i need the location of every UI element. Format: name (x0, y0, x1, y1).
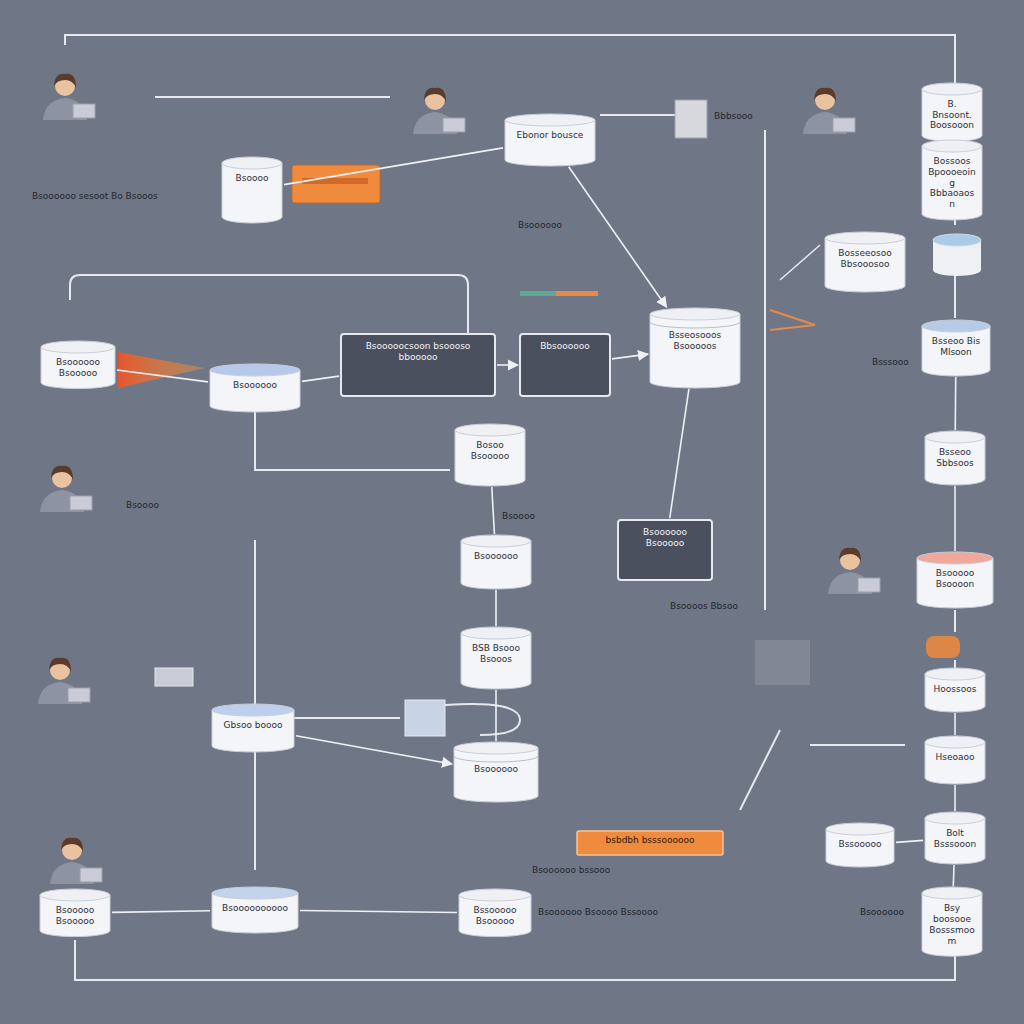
node-text: Bsooooocsoon bsoooso (346, 341, 490, 352)
database-cylinder: Bsy boosooe Bosssmoom (921, 887, 983, 956)
database-cylinder: Bsoooooooooo (211, 887, 299, 933)
connector (569, 167, 667, 307)
database-cylinder: Bsoooooo (209, 364, 301, 412)
database-cylinder: Bsoooooo (460, 535, 532, 589)
database-cylinder: Bsseoo Bis Mlsoon (921, 320, 991, 376)
database-cylinder: Bssooooo (825, 823, 895, 867)
node-shape (460, 535, 532, 589)
node-text: Gbsoo boooo (217, 720, 289, 731)
connector (495, 590, 497, 626)
database-cylinder: Bsseosooos Bsooooos (649, 308, 741, 388)
database-cylinder: Hoossoos (924, 668, 986, 712)
connector (300, 911, 457, 913)
database-cylinder: Bsoooooo (453, 742, 539, 802)
node-text: B. Bnsoont. Boosooon (927, 99, 977, 131)
database-cylinder: Hseoaoo (924, 736, 986, 784)
process-box: Bsoooooo Bsooooo (617, 519, 713, 581)
node-text: Bsy boosooe Bosssmoom (927, 903, 977, 946)
node-text: Bsoooooo (215, 380, 295, 391)
database-cylinder: Gbsoo boooo (211, 704, 295, 752)
annotation-label: Bsoooo (124, 499, 161, 512)
node-text: Bsseoo Sbbsoos (930, 447, 980, 469)
connector (954, 486, 956, 551)
node-text: Bsoooooooooo (217, 903, 293, 914)
connector (612, 354, 648, 359)
node-text: Bolt Bsssooon (930, 828, 980, 850)
process-box: Bbsoooooo (519, 333, 611, 397)
connector (302, 376, 339, 381)
node-text: Bsoooooo Bsooooo (46, 357, 110, 379)
connector (896, 840, 923, 842)
annotation-label: Bsoooooo bssooo (530, 864, 612, 877)
annotation-label: Bsssooo (870, 356, 911, 369)
annotation-label: Bsoooooo sesoot Bo Bsooos (30, 190, 160, 203)
connector (954, 377, 956, 430)
node-shape (221, 157, 283, 223)
node-text: Bssooooo (831, 839, 889, 850)
annotation-label: Bsoooooo (858, 906, 906, 919)
connector (954, 713, 956, 735)
connector (492, 487, 495, 534)
process-box: Bsooooocsoon bsooosobbooooo (340, 333, 496, 397)
node-text: bsbdbh bsssoooooo (583, 835, 717, 846)
node-text: Bsooooo Bsoooon (922, 568, 988, 590)
database-cylinder: Bossoos Bpoooeoing Bbbaoaosn (921, 140, 983, 220)
node-text: Bossoos Bpoooeoing Bbbaoaosn (927, 156, 977, 210)
database-cylinder: Bsooooo Bsoooon (916, 552, 994, 608)
connector (117, 370, 208, 382)
node-text: Bosseeosoo Bbsooosoo (830, 248, 900, 270)
database-cylinder: Bolt Bsssooon (924, 812, 986, 864)
annotation-label: Bsoooooo Bsoooo Bssoooo (536, 906, 660, 919)
node-text: Bssooooo Bsooooo (464, 905, 526, 927)
connector (296, 736, 452, 764)
connector (284, 148, 503, 185)
node-text: Bsoooooo (459, 764, 533, 775)
database-cylinder: Bosoo Bsooooo (454, 424, 526, 486)
database-cylinder: Bsoooo (221, 157, 283, 223)
node-text: bbooooo (346, 352, 490, 363)
node-text: Bsseoo Bis Mlsoon (927, 336, 985, 358)
connector (497, 364, 518, 366)
database-cylinder: Bsseoo Sbbsoos (924, 431, 986, 485)
node-text: Bsseosooos Bsooooos (655, 330, 735, 352)
orange-cap (926, 636, 960, 658)
database-cylinder: Bosseeosoo Bbsooosoo (824, 232, 906, 292)
small-panel (675, 100, 707, 138)
node-text: Hseoaoo (930, 752, 980, 763)
node-text: Bsooooo Bsooooo (45, 905, 105, 927)
node-text: BSB Bsooo Bsooos (466, 643, 526, 665)
database-cylinder: B. Bnsoont. Boosooon (921, 83, 983, 141)
database-cylinder: Bssooooo Bsooooo (458, 889, 532, 937)
highlight-bar: bsbdbh bsssoooooo (577, 831, 723, 855)
annotation-label: Bsoooos Bbsoo (668, 600, 740, 613)
database-cylinder: Bsooooo Bsooooo (39, 889, 111, 937)
connector (112, 911, 210, 913)
node-text: Bsoooo (227, 173, 277, 184)
annotation-label: Bsoooooo (516, 219, 564, 232)
database-cylinder: Ebonor bousce (504, 114, 596, 166)
connector (495, 690, 497, 741)
burst (118, 352, 205, 388)
connector (954, 785, 956, 811)
connector (952, 865, 954, 886)
annotation-label: Bsoooo (500, 510, 537, 523)
node-text: Ebonor bousce (510, 130, 590, 141)
database-cylinder: BSB Bsooo Bsooos (460, 627, 532, 689)
node-text: Bsoooooo Bsooooo (623, 527, 707, 549)
connector (670, 389, 689, 518)
node-text: Bosoo Bsooooo (460, 440, 520, 462)
node-text: Hoossoos (930, 684, 980, 695)
annotation-label: Bbbsooo (712, 110, 755, 123)
database-cylinder: Bsoooooo Bsooooo (40, 341, 116, 389)
screen-icon (405, 700, 445, 736)
node-text: Bsoooooo (466, 551, 526, 562)
node-text: Bbsoooooo (525, 341, 605, 352)
